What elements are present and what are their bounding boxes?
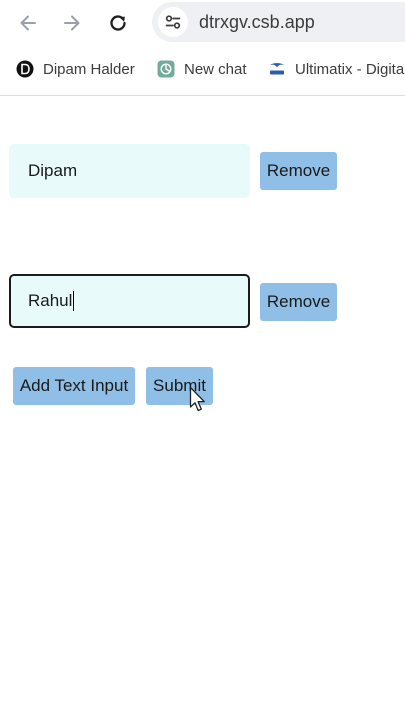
address-bar[interactable]: dtrxgv.csb.app xyxy=(152,2,405,42)
site-info-icon xyxy=(165,15,181,29)
text-input-1[interactable]: Dipam xyxy=(9,144,250,198)
back-button[interactable] xyxy=(14,9,42,37)
bookmarks-bar: Dipam Halder New chat Ultimatix - Digita xyxy=(0,50,405,88)
bookmark-dipam-halder[interactable]: Dipam Halder xyxy=(16,58,135,80)
toolbar-divider xyxy=(0,95,405,96)
chatgpt-favicon xyxy=(157,60,175,78)
url-text: dtrxgv.csb.app xyxy=(199,12,315,32)
bookmark-label: Ultimatix - Digita xyxy=(295,60,405,78)
text-input-1-value: Dipam xyxy=(28,161,78,180)
bookmark-label: Dipam Halder xyxy=(43,60,135,78)
text-input-2[interactable]: Rahul xyxy=(9,274,250,328)
mouse-pointer-icon xyxy=(189,386,205,412)
text-caret xyxy=(73,291,75,311)
tata-favicon xyxy=(270,63,284,75)
dipam-favicon xyxy=(16,60,34,78)
bookmark-label: New chat xyxy=(184,60,247,78)
forward-button[interactable] xyxy=(58,9,86,37)
browser-toolbar: dtrxgv.csb.app xyxy=(0,0,405,46)
back-arrow-icon xyxy=(20,15,36,31)
reload-icon xyxy=(110,15,126,31)
remove-button-2[interactable]: Remove xyxy=(260,283,337,321)
reload-button[interactable] xyxy=(104,9,132,37)
site-info-button[interactable] xyxy=(158,7,188,37)
bookmark-new-chat[interactable]: New chat xyxy=(157,58,247,80)
text-input-2-wrap: Rahul xyxy=(28,291,75,311)
forward-arrow-icon xyxy=(64,15,80,31)
text-input-2-value: Rahul xyxy=(28,291,73,310)
add-text-input-button[interactable]: Add Text Input xyxy=(13,367,135,405)
remove-button-1[interactable]: Remove xyxy=(260,152,337,190)
bookmark-ultimatix[interactable]: Ultimatix - Digita xyxy=(268,58,404,80)
